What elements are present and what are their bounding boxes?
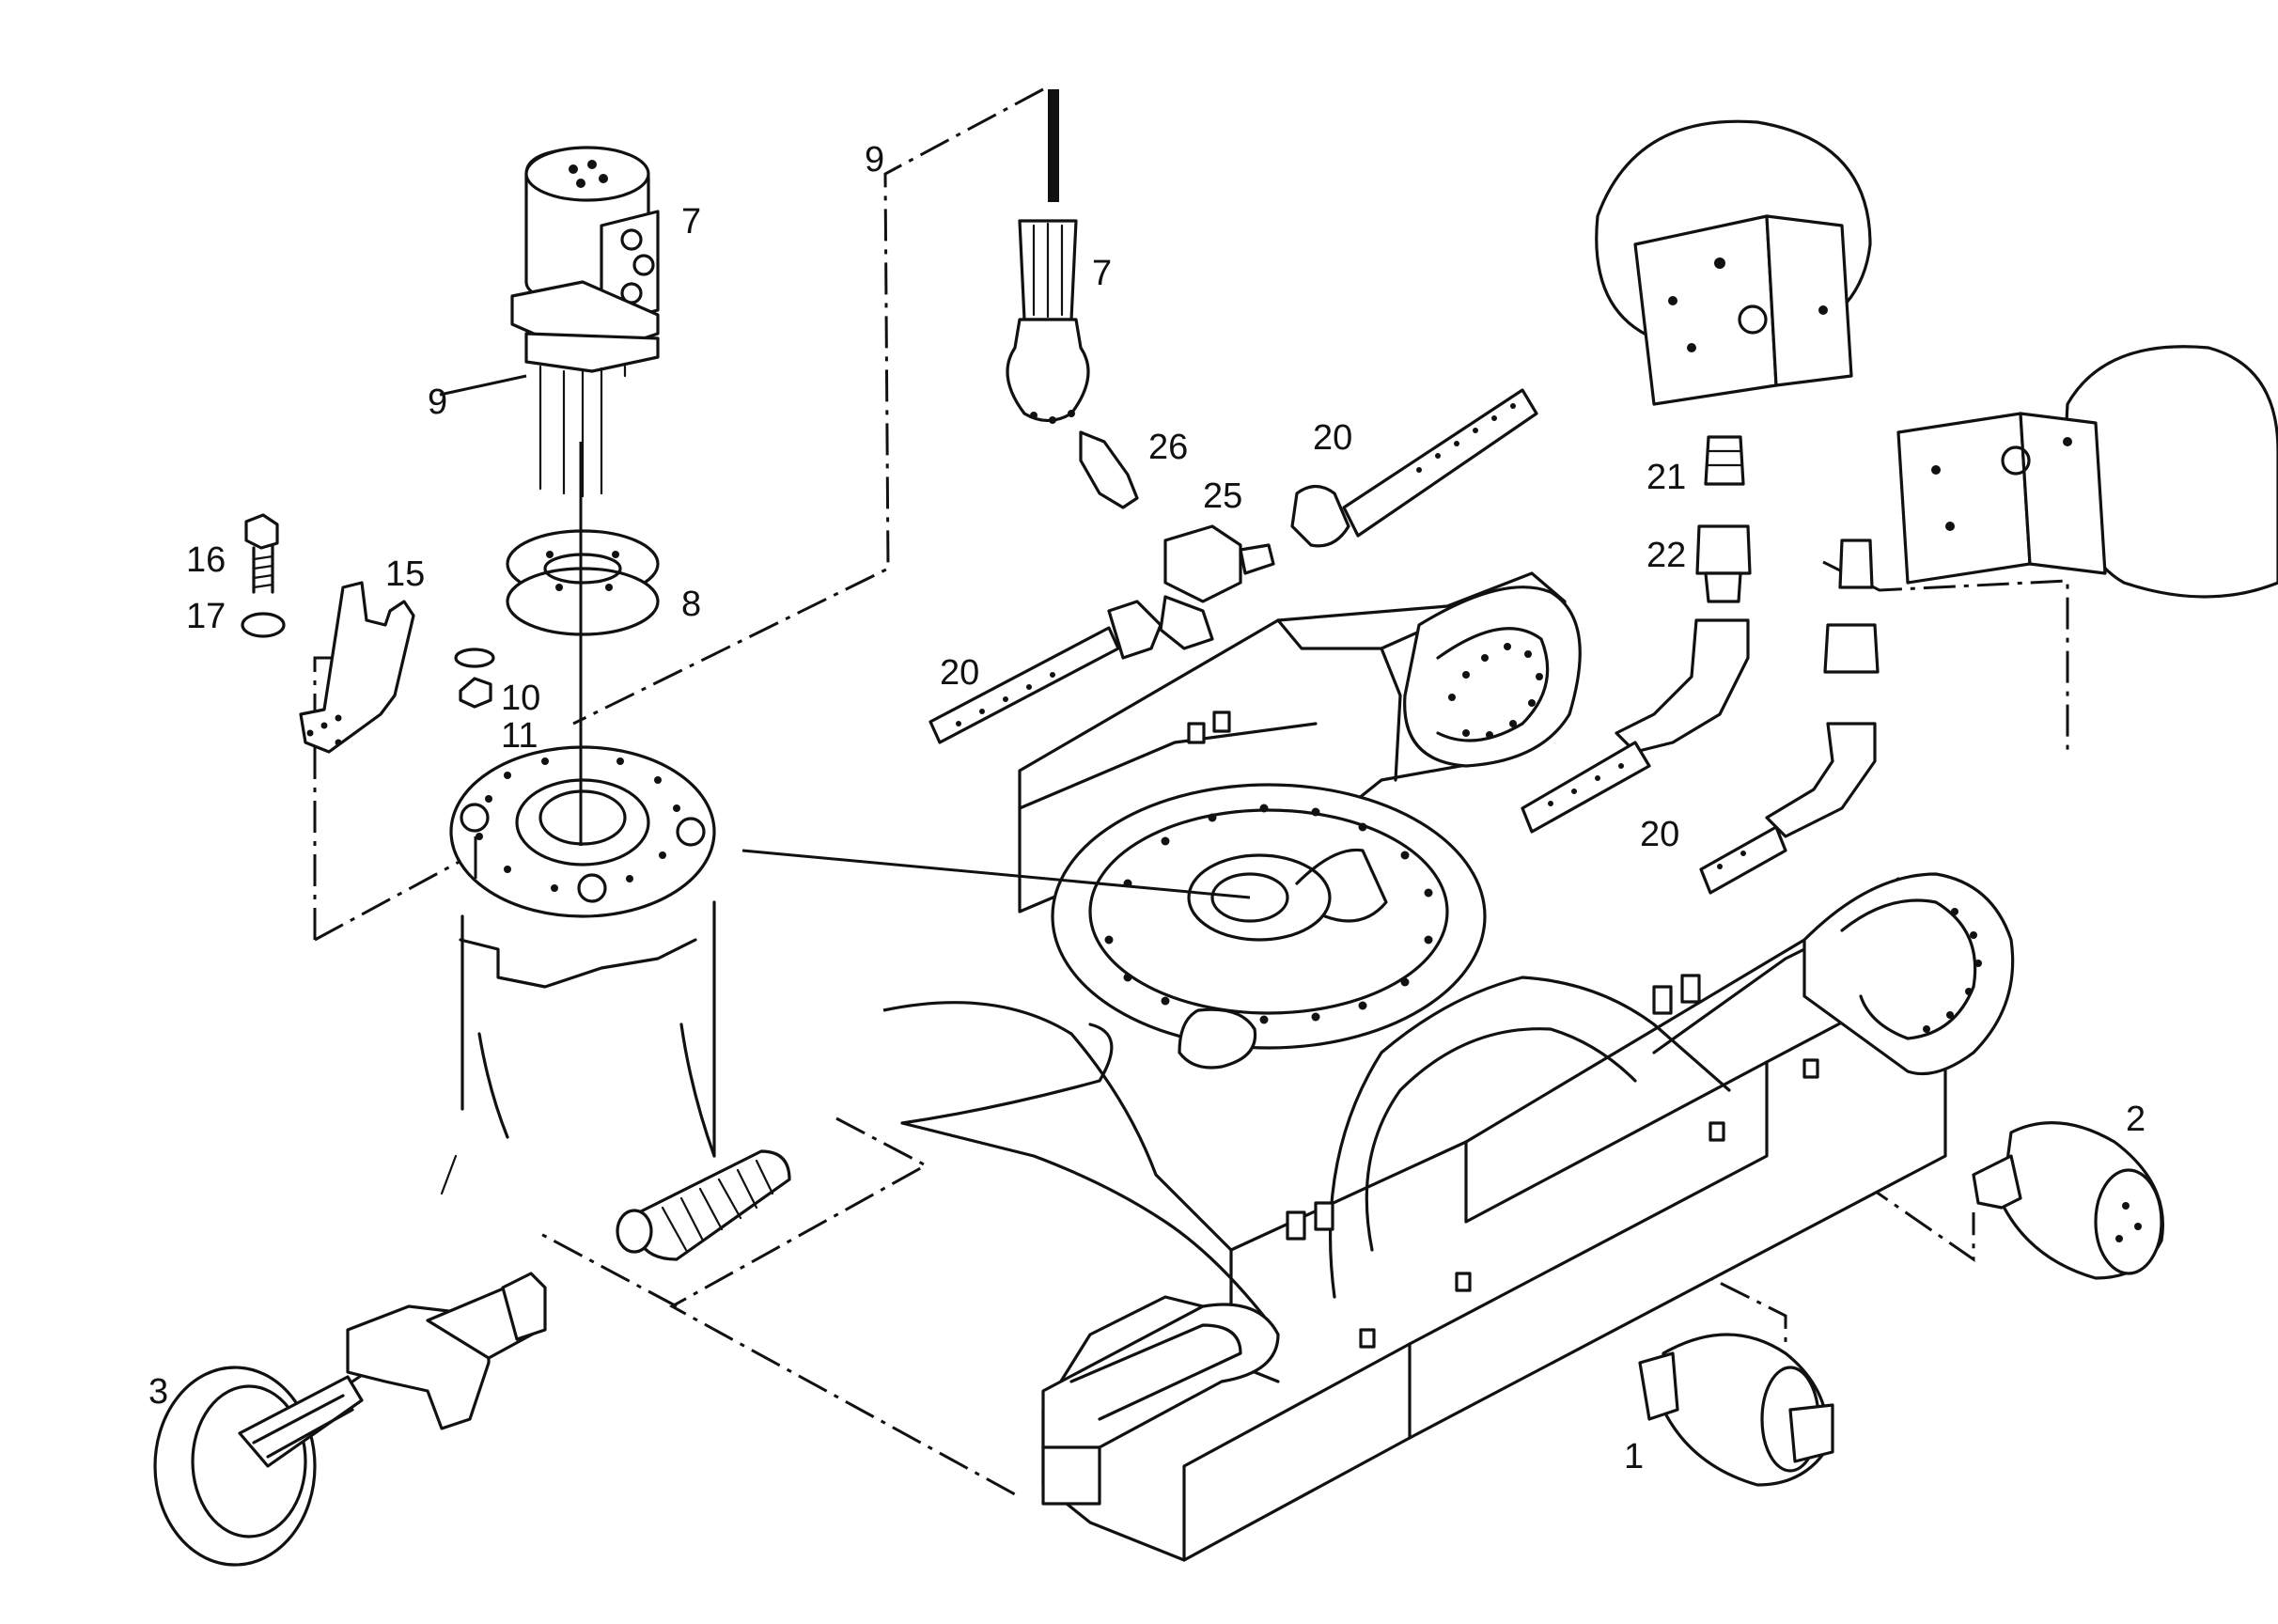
callout-2: 2 [2126, 1100, 2145, 1139]
callout-21: 21 [1646, 458, 1686, 497]
callout-9-left: 9 [428, 383, 447, 422]
callout-7-right: 7 [1092, 254, 1112, 293]
callout-8: 8 [681, 585, 701, 624]
callout-25: 25 [1203, 476, 1242, 516]
callout-16: 16 [186, 540, 226, 580]
travel-motors-group [1521, 119, 2278, 895]
callout-7-left: 7 [681, 202, 701, 242]
callout-labels: 9 7 7 9 26 20 25 16 15 17 8 10 11 20 21 … [148, 140, 2145, 1476]
callout-3: 3 [148, 1372, 168, 1412]
callout-26: 26 [1148, 428, 1188, 467]
hose-fittings-group [928, 89, 1538, 744]
callout-15: 15 [385, 554, 425, 594]
callout-22: 22 [1646, 536, 1686, 575]
rollers-idler-group [153, 1121, 2164, 1567]
callout-11: 11 [501, 716, 538, 756]
swivel-joint-group [241, 146, 716, 1195]
callout-1: 1 [1624, 1437, 1644, 1476]
callout-20-upper: 20 [1313, 418, 1352, 458]
undercarriage-frame [741, 571, 2015, 1562]
callout-17: 17 [186, 597, 226, 636]
callout-20-right: 20 [1640, 815, 1679, 854]
callout-9-upper: 9 [865, 140, 884, 180]
callout-10: 10 [501, 679, 540, 718]
callout-20-left: 20 [940, 653, 979, 693]
